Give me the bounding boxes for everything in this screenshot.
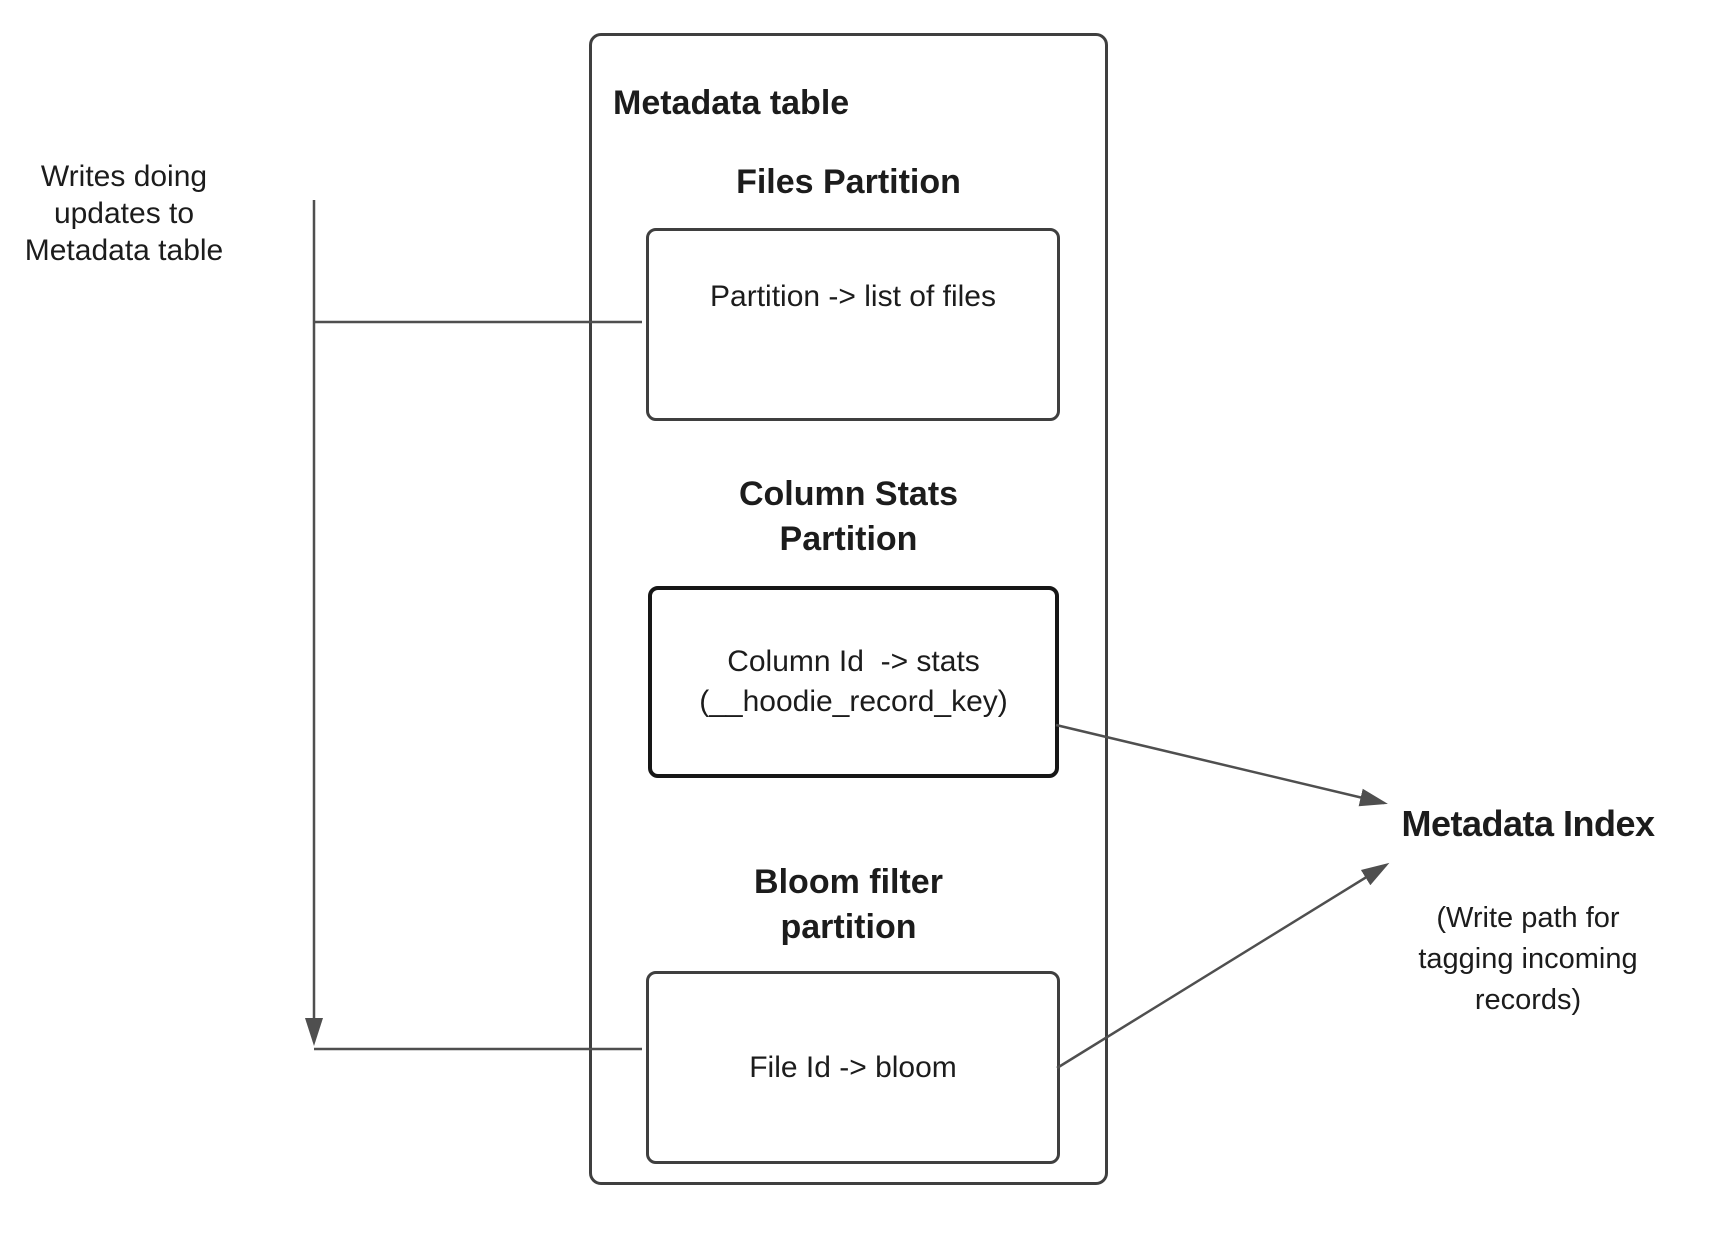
files-partition-box: Partition -> list of files xyxy=(646,228,1060,421)
column-stats-partition-box: Column Id -> stats (__hoodie_record_key) xyxy=(648,586,1059,778)
column-stats-partition-heading: Column Stats Partition xyxy=(592,472,1105,562)
column-stats-heading-line: Partition xyxy=(779,520,918,558)
metadata-index-subtitle: (Write path for tagging incoming records… xyxy=(1363,898,1693,1021)
writes-note-line: Metadata table xyxy=(24,234,224,267)
metadata-index-label: Metadata Index (Write path for tagging i… xyxy=(1363,800,1693,1021)
writes-note-line: Writes doing xyxy=(40,160,208,193)
column-stats-body-line: (__hoodie_record_key) xyxy=(699,685,1008,718)
bloom-filter-partition-heading: Bloom filter partition xyxy=(592,860,1105,950)
metadata-table-title: Metadata table xyxy=(613,84,850,122)
metadata-index-title: Metadata Index xyxy=(1401,803,1655,844)
column-stats-body-line: Column Id -> stats xyxy=(727,645,980,678)
bloom-filter-body: File Id -> bloom xyxy=(749,1050,957,1084)
column-stats-heading-line: Column Stats xyxy=(738,475,959,513)
bloom-filter-heading-line: Bloom filter xyxy=(754,863,943,901)
bloom-filter-partition-box: File Id -> bloom xyxy=(646,971,1060,1164)
writes-note: Writes doing updates to Metadata table xyxy=(8,158,240,269)
files-partition-heading: Files Partition xyxy=(736,163,961,201)
writes-note-line: updates to xyxy=(53,197,195,230)
metadata-index-subtitle-line: (Write path for xyxy=(1436,902,1620,934)
metadata-index-subtitle-line: tagging incoming xyxy=(1418,943,1638,975)
metadata-index-subtitle-line: records) xyxy=(1474,984,1582,1016)
files-partition-body: Partition -> list of files xyxy=(710,280,996,313)
metadata-table-container: Metadata table Files Partition Partition… xyxy=(589,33,1108,1185)
bloom-filter-heading-line: partition xyxy=(780,908,917,946)
